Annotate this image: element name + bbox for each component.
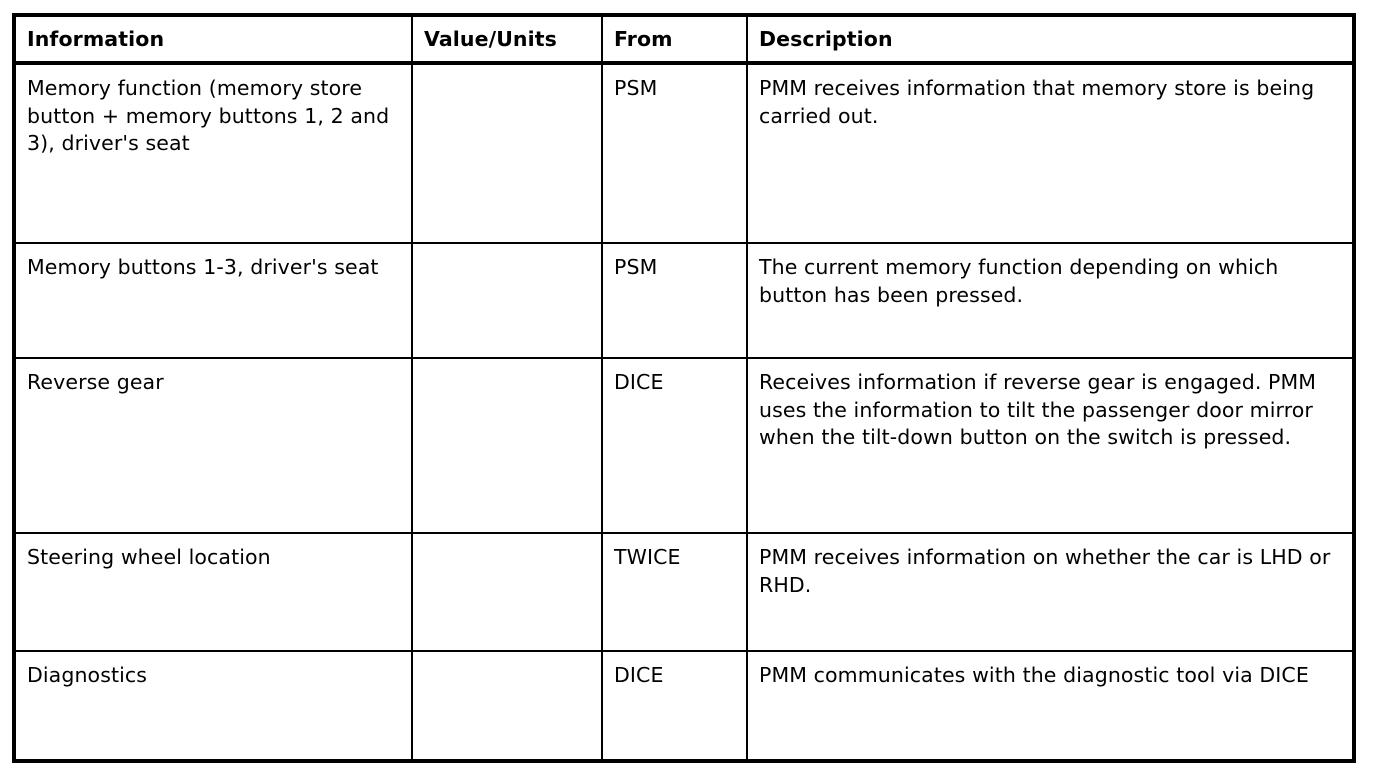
cell-from-text: PSM: [614, 76, 658, 101]
cell-from-text: TWICE: [614, 545, 681, 570]
table-header: Information Value/Units From Description: [12, 12, 1356, 66]
cell-from-text: PSM: [614, 255, 658, 280]
cell-description-text: Receives information if reverse gear is …: [759, 370, 1317, 449]
table-row: Diagnostics DICE PMM communicates with t…: [12, 650, 1356, 764]
cell-from: PSM: [601, 242, 748, 360]
cell-information: Memory function (memory store button + m…: [12, 62, 413, 245]
column-header-from-label: From: [614, 27, 673, 51]
cell-information-text: Memory buttons 1-3, driver's seat: [27, 255, 379, 280]
cell-value-units: [411, 357, 603, 535]
cell-information: Reverse gear: [12, 357, 413, 535]
cell-from-text: DICE: [614, 663, 664, 688]
cell-information-text: Memory function (memory store button + m…: [27, 76, 390, 155]
cell-description: Receives information if reverse gear is …: [746, 357, 1356, 535]
column-header-description-label: Description: [759, 27, 893, 51]
table-header-row: Information Value/Units From Description: [12, 12, 1356, 66]
cell-value-units: [411, 242, 603, 360]
cell-description: The current memory function depending on…: [746, 242, 1356, 360]
cell-description-text: The current memory function depending on…: [759, 255, 1279, 307]
cell-information-text: Reverse gear: [27, 370, 164, 395]
cell-information-text: Steering wheel location: [27, 545, 271, 570]
cell-from-text: DICE: [614, 370, 664, 395]
cell-from: DICE: [601, 650, 748, 764]
cell-description-text: PMM receives information on whether the …: [759, 545, 1331, 597]
cell-value-units: [411, 532, 603, 653]
column-header-information-label: Information: [27, 27, 165, 51]
cell-from: TWICE: [601, 532, 748, 653]
column-header-from: From: [601, 12, 748, 66]
cell-from: PSM: [601, 62, 748, 245]
cell-from: DICE: [601, 357, 748, 535]
specification-table: Information Value/Units From Description…: [12, 12, 1356, 764]
cell-description: PMM receives information on whether the …: [746, 532, 1356, 653]
table-body: Memory function (memory store button + m…: [12, 62, 1356, 764]
table-row: Steering wheel location TWICE PMM receiv…: [12, 532, 1356, 653]
cell-value-units: [411, 62, 603, 245]
cell-information: Diagnostics: [12, 650, 413, 764]
table-row: Memory function (memory store button + m…: [12, 62, 1356, 245]
cell-description: PMM communicates with the diagnostic too…: [746, 650, 1356, 764]
column-header-value-units: Value/Units: [411, 12, 603, 66]
cell-information: Memory buttons 1-3, driver's seat: [12, 242, 413, 360]
cell-value-units: [411, 650, 603, 764]
table-row: Memory buttons 1-3, driver's seat PSM Th…: [12, 242, 1356, 360]
cell-description-text: PMM communicates with the diagnostic too…: [759, 663, 1309, 688]
column-header-description: Description: [746, 12, 1356, 66]
cell-description-text: PMM receives information that memory sto…: [759, 76, 1315, 128]
table-row: Reverse gear DICE Receives information i…: [12, 357, 1356, 535]
column-header-information: Information: [12, 12, 413, 66]
cell-information: Steering wheel location: [12, 532, 413, 653]
cell-description: PMM receives information that memory sto…: [746, 62, 1356, 245]
column-header-value-units-label: Value/Units: [424, 27, 557, 51]
cell-information-text: Diagnostics: [27, 663, 148, 688]
